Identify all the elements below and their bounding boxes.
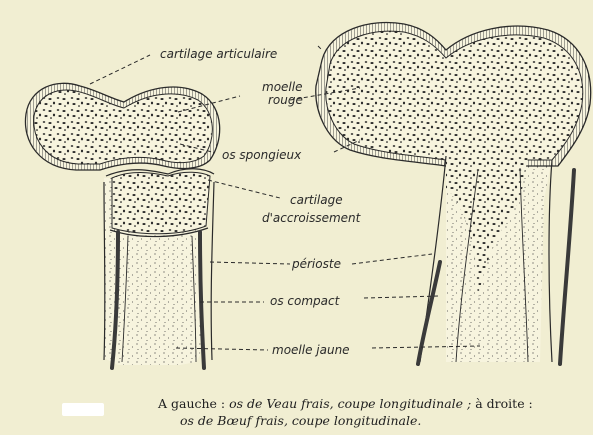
- label-moelle-rouge-line2: rouge: [268, 93, 303, 107]
- caption-left-prefix: A gauche :: [158, 396, 229, 411]
- right-bone: [316, 23, 591, 365]
- label-moelle-rouge-line1: moelle: [262, 80, 302, 94]
- left-bone: [25, 83, 219, 368]
- paper-blemish: [62, 403, 104, 416]
- label-os-compact: os compact: [270, 294, 341, 308]
- label-cartilage-accroissement-line2: d'accroissement: [262, 211, 362, 225]
- caption-line-2: os de Bœuf frais, coupe longitudinale.: [180, 413, 421, 428]
- caption-line-1: A gauche : os de Veau frais, coupe longi…: [158, 396, 533, 411]
- label-cartilage-articulaire: cartilage articulaire: [160, 47, 277, 61]
- caption-left-text: os de Veau frais, coupe longitudinale ;: [229, 396, 471, 411]
- label-cartilage-accroissement-line1: cartilage: [290, 193, 343, 207]
- label-perioste: périoste: [291, 257, 341, 271]
- caption-right-prefix: à droite :: [471, 396, 533, 411]
- caption-right-text: os de Bœuf frais, coupe longitudinale.: [180, 413, 421, 428]
- label-os-spongieux: os spongieux: [222, 148, 302, 162]
- label-moelle-jaune: moelle jaune: [272, 343, 350, 357]
